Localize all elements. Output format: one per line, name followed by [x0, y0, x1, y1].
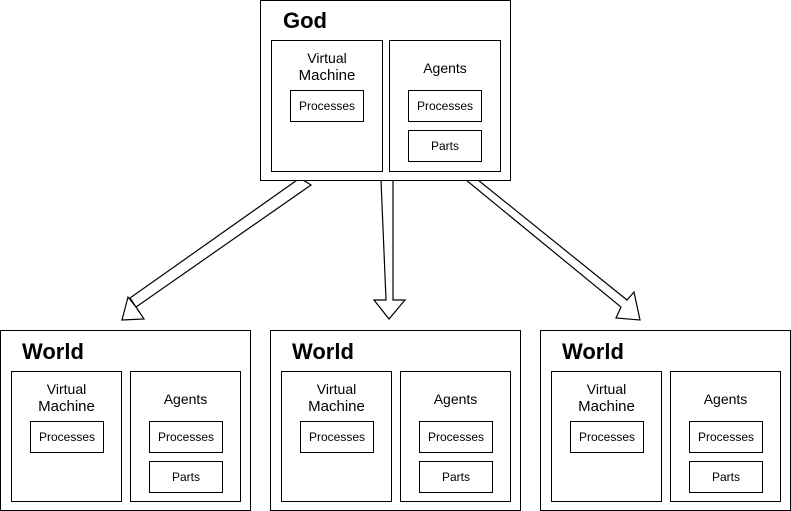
world-agents-label: Agents: [163, 391, 208, 407]
arrow-god-to-world-right: [464, 179, 641, 321]
world-box-middle: World Virtual Machine Processes Agents P…: [270, 330, 521, 511]
world-vm-label-line1: Virtual: [46, 381, 87, 397]
world-agents-box: Agents Processes Parts: [400, 371, 511, 502]
world-agents-parts-box: Parts: [689, 461, 763, 493]
world-agents-processes-box: Processes: [149, 421, 223, 453]
world-vm-processes-box: Processes: [30, 421, 104, 453]
arrow-god-to-world-left: [121, 177, 313, 321]
world-agents-parts-box: Parts: [419, 461, 493, 493]
world-vm-label-line2: Machine: [308, 398, 365, 415]
world-vm-processes-box: Processes: [300, 421, 374, 453]
world-vm-processes-box: Processes: [570, 421, 644, 453]
god-agents-parts-box: Parts: [408, 130, 482, 162]
god-vm-processes-box: Processes: [290, 90, 364, 122]
god-agents-processes-box: Processes: [408, 90, 482, 122]
god-box: God Virtual Machine Processes Agents Pro…: [260, 0, 511, 181]
world-box-left: World Virtual Machine Processes Agents P…: [0, 330, 251, 511]
world-vm-label-line2: Machine: [578, 398, 635, 415]
world-agents-label: Agents: [433, 391, 478, 407]
world-agents-label: Agents: [703, 391, 748, 407]
god-title: God: [283, 8, 327, 33]
world-title: World: [562, 339, 624, 364]
world-vm-box: Virtual Machine Processes: [281, 371, 392, 502]
world-vm-box: Virtual Machine Processes: [551, 371, 662, 502]
world-vm-label-line2: Machine: [38, 398, 95, 415]
god-vm-label-line1: Virtual: [307, 50, 347, 66]
world-vm-box: Virtual Machine Processes: [11, 371, 122, 502]
world-vm-label: Virtual Machine: [282, 380, 391, 416]
god-agents-label: Agents: [423, 60, 467, 76]
world-vm-label: Virtual Machine: [12, 380, 121, 416]
world-agents-box: Agents Processes Parts: [130, 371, 241, 502]
world-agents-box: Agents Processes Parts: [670, 371, 781, 502]
god-vm-label-line2: Machine: [298, 67, 356, 84]
world-title: World: [22, 339, 84, 364]
world-vm-label-line1: Virtual: [586, 381, 627, 397]
world-agents-parts-box: Parts: [149, 461, 223, 493]
world-title: World: [292, 339, 354, 364]
world-vm-label: Virtual Machine: [552, 380, 661, 416]
god-vm-box: Virtual Machine Processes: [271, 40, 383, 172]
world-vm-label-line1: Virtual: [316, 381, 357, 397]
world-box-right: World Virtual Machine Processes Agents P…: [540, 330, 791, 511]
arrow-god-to-world-middle: [372, 179, 407, 320]
world-agents-processes-box: Processes: [419, 421, 493, 453]
world-agents-processes-box: Processes: [689, 421, 763, 453]
god-vm-label: Virtual Machine: [272, 49, 382, 85]
god-agents-box: Agents Processes Parts: [389, 40, 501, 172]
